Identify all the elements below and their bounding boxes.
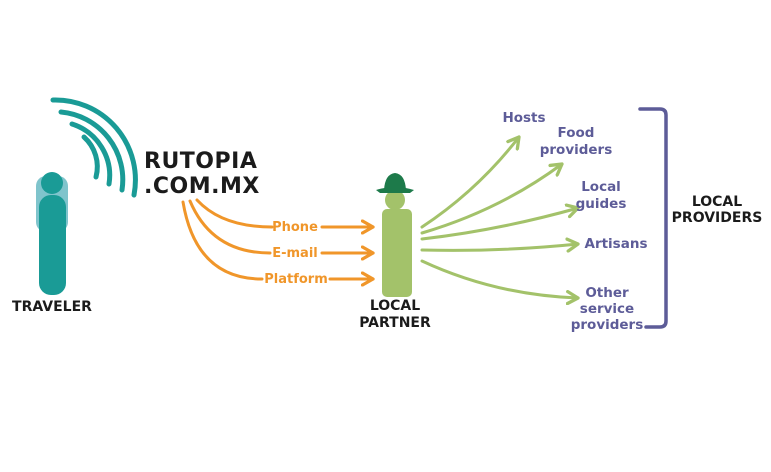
email-arrow xyxy=(188,199,373,253)
provider-food-line1: Food xyxy=(558,125,595,141)
platform-arrow xyxy=(181,200,373,279)
other-arrow xyxy=(420,259,578,298)
website-name-line2: .COM.MX xyxy=(144,174,260,199)
partner-label-line2: PARTNER xyxy=(359,315,431,331)
local-providers-label-line2: PROVIDERS xyxy=(672,210,763,226)
partner-label-line1: LOCAL xyxy=(370,298,420,314)
providers-bracket xyxy=(638,107,668,329)
provider-hosts: Hosts xyxy=(502,110,545,126)
channel-email: E-mail xyxy=(272,246,318,261)
signal-waves-icon xyxy=(50,97,138,198)
provider-other-line1: Other xyxy=(585,285,629,301)
food-arrow xyxy=(420,164,562,235)
channel-platform: Platform xyxy=(264,272,328,287)
traveler-label: TRAVELER xyxy=(12,299,92,315)
channel-phone: Phone xyxy=(272,220,318,235)
provider-arrows xyxy=(420,137,578,298)
provider-other-line2: service xyxy=(580,301,634,317)
contact-channel-arrows xyxy=(181,198,373,279)
provider-food-line2: providers xyxy=(540,142,613,158)
local-providers-label-line1: LOCAL xyxy=(692,194,742,210)
artisans-arrow xyxy=(420,244,578,250)
guides-arrow xyxy=(420,208,578,241)
provider-other-line3: providers xyxy=(571,317,644,333)
provider-artisans: Artisans xyxy=(585,236,648,252)
phone-arrow xyxy=(195,198,373,227)
hosts-arrow xyxy=(420,137,519,229)
website-name-line1: RUTOPIA xyxy=(144,149,257,174)
provider-guides-line1: Local xyxy=(581,179,621,195)
traveler-icon xyxy=(36,172,68,295)
provider-guides-line2: guides xyxy=(576,196,627,212)
local-partner-icon xyxy=(376,173,414,297)
